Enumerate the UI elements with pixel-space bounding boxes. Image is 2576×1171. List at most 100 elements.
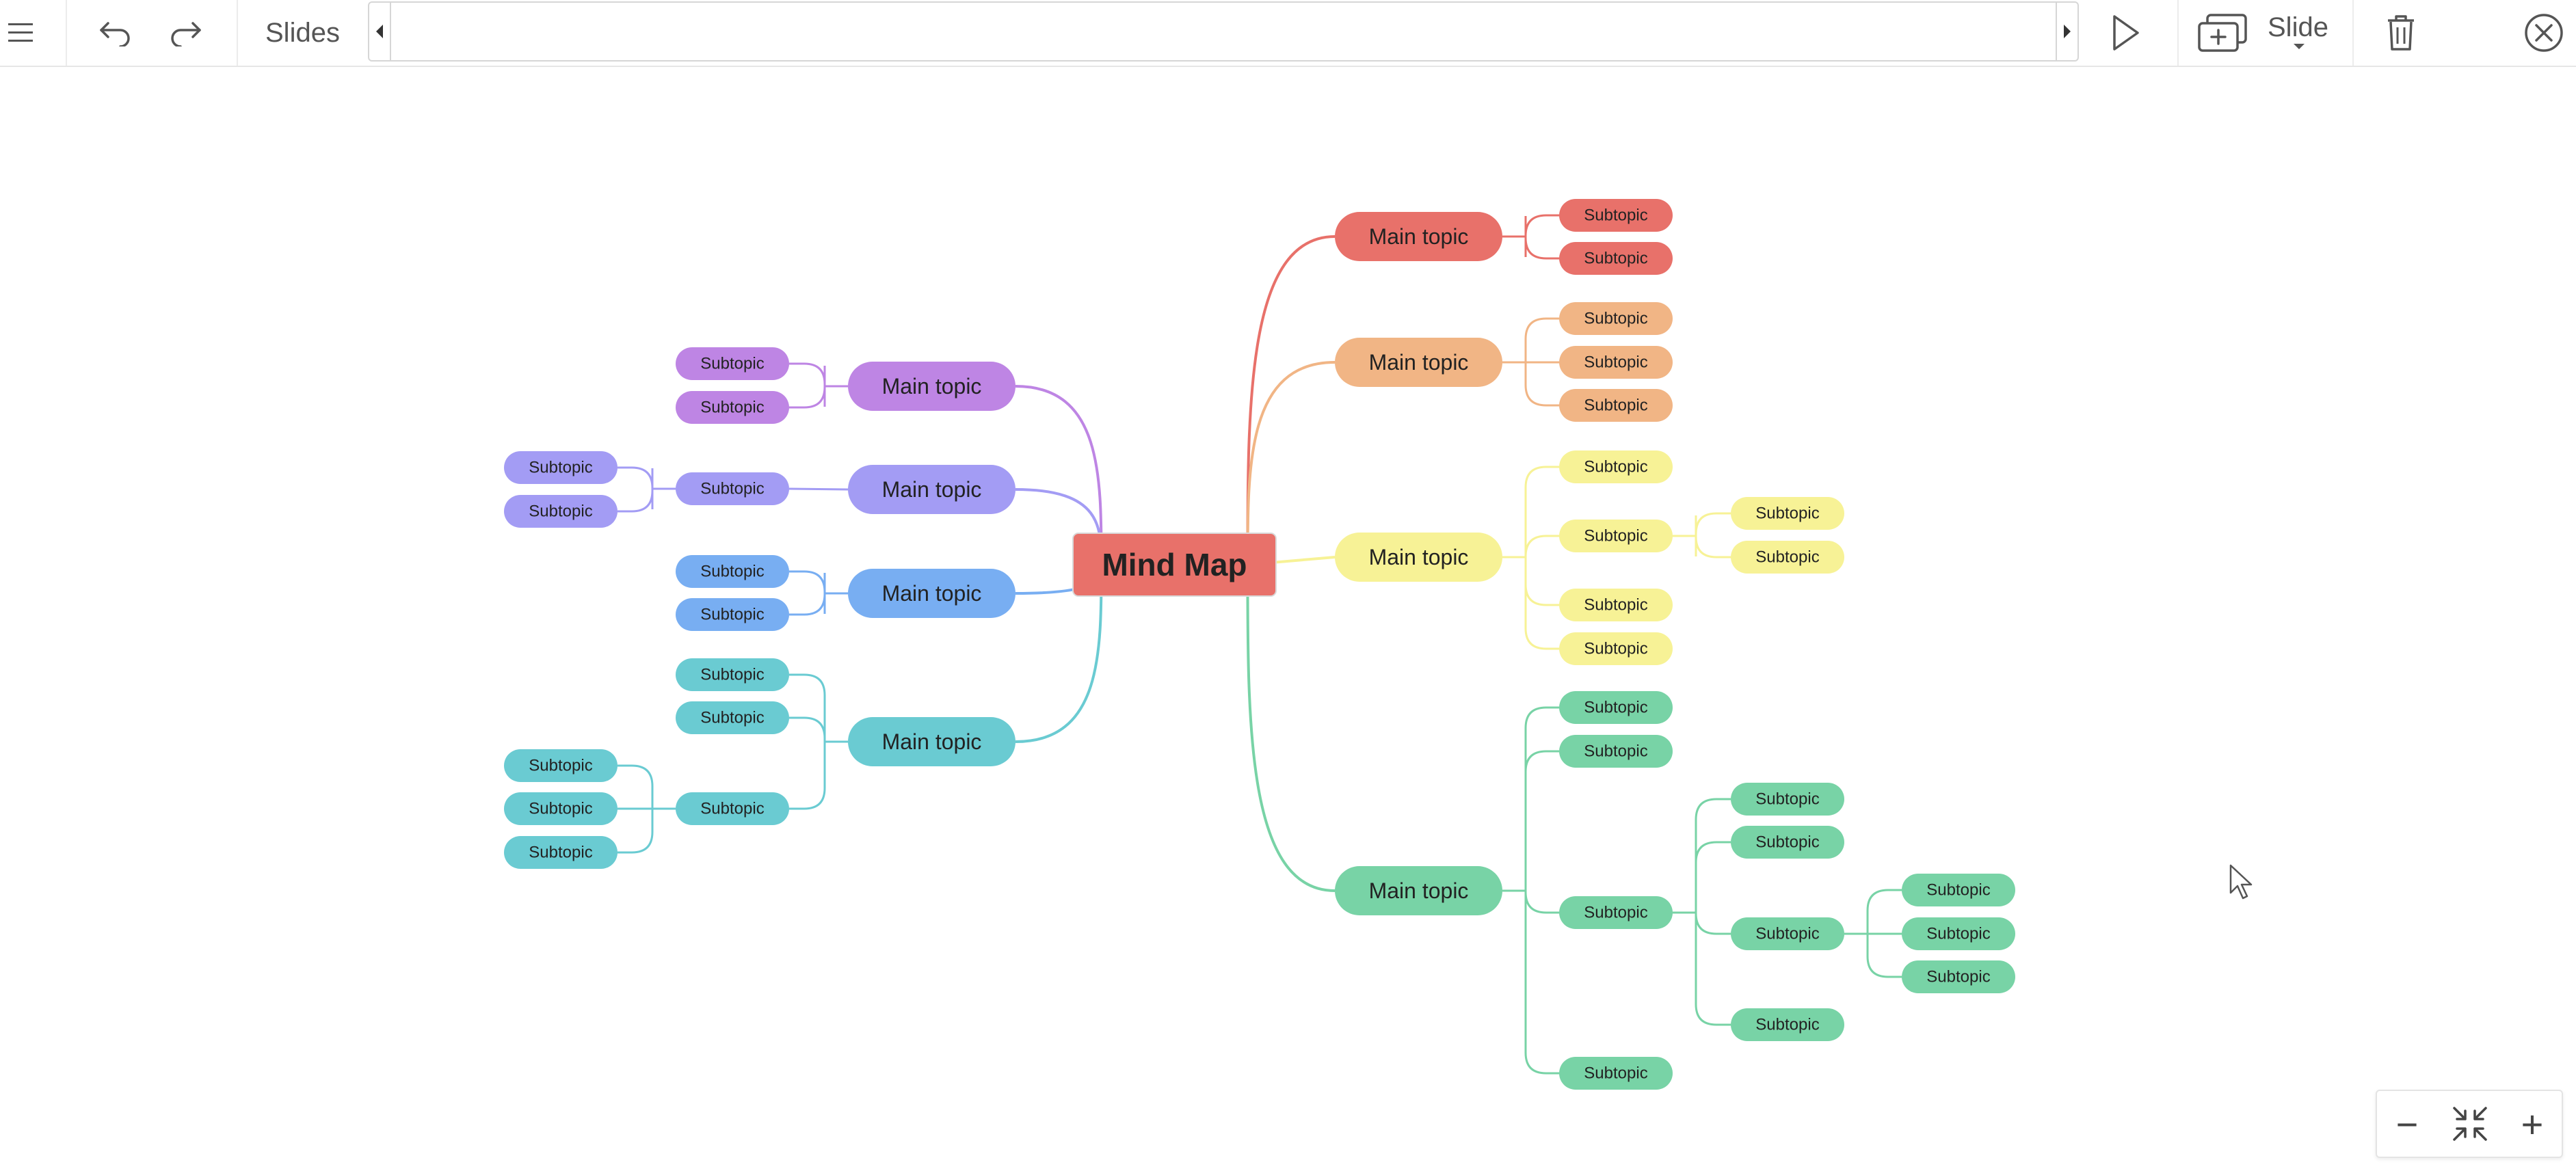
zoom-in-button[interactable]: + — [2521, 1102, 2544, 1146]
caret-down-icon — [2294, 44, 2305, 49]
subtopic-node[interactable]: Subtopic — [676, 472, 789, 505]
subtopic-node[interactable]: Subtopic — [676, 347, 789, 380]
strip-scroll-left-button[interactable] — [369, 3, 391, 60]
subtopic-node[interactable]: Subtopic — [1559, 242, 1673, 275]
node-shape — [1731, 541, 1844, 574]
connector-line — [789, 592, 848, 616]
subtopic-node[interactable]: Subtopic — [504, 836, 618, 869]
node-label: Subtopic — [529, 459, 592, 477]
subtopic-node[interactable]: Subtopic — [504, 495, 618, 528]
subtopic-node[interactable]: Subtopic — [676, 555, 789, 588]
present-button[interactable] — [2102, 0, 2149, 66]
connector-line — [618, 466, 676, 490]
node-label: Subtopic — [1584, 904, 1647, 922]
node-shape — [1559, 450, 1673, 483]
subtopic-node[interactable]: Subtopic — [1559, 1057, 1673, 1090]
subtopic-node[interactable]: Subtopic — [676, 701, 789, 734]
subtopic-node[interactable]: Subtopic — [1559, 302, 1673, 335]
subtopic-node[interactable]: Subtopic — [1559, 735, 1673, 768]
subtopic-node[interactable]: Subtopic — [676, 792, 789, 825]
delete-slide-button[interactable] — [2377, 0, 2425, 66]
connector-line — [618, 764, 676, 810]
node-label: Main topic — [1369, 224, 1469, 249]
node-label: Subtopic — [1584, 742, 1647, 761]
node-label: Subtopic — [700, 606, 764, 624]
subtopic-node[interactable]: Subtopic — [1902, 917, 2015, 950]
zoom-controls: − + — [2376, 1090, 2563, 1158]
subtopic-node[interactable]: Subtopic — [504, 792, 618, 825]
connector-line — [1502, 317, 1559, 364]
subtopic-node[interactable]: Subtopic — [1559, 589, 1673, 621]
node-shape — [1559, 199, 1673, 232]
subtopic-node[interactable]: Subtopic — [1731, 783, 1844, 816]
node-label: Subtopic — [1755, 790, 1819, 809]
main-topic-node[interactable]: Main topic — [848, 717, 1015, 766]
subtopic-node[interactable]: Subtopic — [1559, 346, 1673, 379]
node-shape — [848, 569, 1015, 618]
subtopic-node[interactable]: Subtopic — [1559, 632, 1673, 665]
subtopic-node[interactable]: Subtopic — [676, 598, 789, 631]
slides-strip[interactable] — [368, 1, 2079, 62]
subtopic-node[interactable]: Subtopic — [1902, 874, 2015, 906]
node-shape — [1559, 735, 1673, 768]
main-topic-node[interactable]: Main topic — [1335, 212, 1502, 261]
undo-button[interactable] — [89, 0, 141, 66]
node-label: Main topic — [1369, 350, 1469, 375]
subtopic-node[interactable]: Subtopic — [1731, 1008, 1844, 1041]
add-slide-icon — [2198, 14, 2247, 52]
subtopic-node[interactable]: Subtopic — [1559, 199, 1673, 232]
redo-icon — [171, 22, 201, 46]
subtopic-node[interactable]: Subtopic — [1902, 960, 2015, 993]
subtopic-node[interactable]: Subtopic — [1731, 497, 1844, 530]
connector-line — [1673, 798, 1731, 914]
subtopic-node[interactable]: Subtopic — [504, 451, 618, 484]
node-shape — [504, 495, 618, 528]
node-shape — [1731, 826, 1844, 859]
node-shape — [676, 792, 789, 825]
subtopic-node[interactable]: Subtopic — [1559, 520, 1673, 552]
hamburger-menu-icon — [8, 23, 33, 42]
node-shape — [1559, 520, 1673, 552]
node-label: Main topic — [882, 374, 982, 399]
node-shape — [504, 451, 618, 484]
connector-line — [1246, 235, 1336, 565]
connector-line — [1844, 932, 1902, 978]
node-label: Subtopic — [1584, 458, 1647, 476]
main-topic-node[interactable]: Main topic — [1335, 866, 1502, 915]
subtopic-node[interactable]: Subtopic — [1731, 541, 1844, 574]
main-topic-node[interactable]: Main topic — [848, 569, 1015, 618]
subtopic-node[interactable]: Subtopic — [1559, 450, 1673, 483]
caret-right-icon — [2064, 25, 2071, 38]
node-shape — [676, 472, 789, 505]
mindmap-root-node[interactable]: Mind Map — [1072, 533, 1277, 597]
node-shape — [1731, 783, 1844, 816]
subtopic-node[interactable]: Subtopic — [1731, 917, 1844, 950]
node-label: Subtopic — [700, 355, 764, 373]
node-label: Subtopic — [1584, 206, 1647, 225]
subtopic-node[interactable]: Subtopic — [676, 658, 789, 691]
subtopic-node[interactable]: Subtopic — [1559, 691, 1673, 724]
connector-line — [789, 570, 848, 595]
add-slide-label: Slide — [2268, 12, 2328, 42]
main-topic-node[interactable]: Main topic — [848, 465, 1015, 514]
subtopic-node[interactable]: Subtopic — [1559, 389, 1673, 422]
menu-button[interactable] — [0, 0, 41, 66]
redo-button[interactable] — [160, 0, 212, 66]
node-shape — [848, 717, 1015, 766]
fit-to-screen-button[interactable] — [2437, 1091, 2503, 1157]
main-topic-node[interactable]: Main topic — [1335, 533, 1502, 582]
subtopic-node[interactable]: Subtopic — [1559, 896, 1673, 929]
zoom-out-button[interactable]: − — [2395, 1102, 2419, 1146]
subtopic-node[interactable]: Subtopic — [676, 391, 789, 424]
subtopic-node[interactable]: Subtopic — [1731, 826, 1844, 859]
add-slide-button[interactable]: Slide — [2196, 0, 2340, 66]
close-button[interactable] — [2518, 0, 2570, 66]
main-topic-node[interactable]: Main topic — [848, 362, 1015, 411]
node-shape — [1559, 1057, 1673, 1090]
subtopic-node[interactable]: Subtopic — [504, 749, 618, 782]
node-label: Subtopic — [1584, 640, 1647, 658]
main-topic-node[interactable]: Main topic — [1335, 338, 1502, 387]
strip-scroll-right-button[interactable] — [2056, 3, 2077, 60]
